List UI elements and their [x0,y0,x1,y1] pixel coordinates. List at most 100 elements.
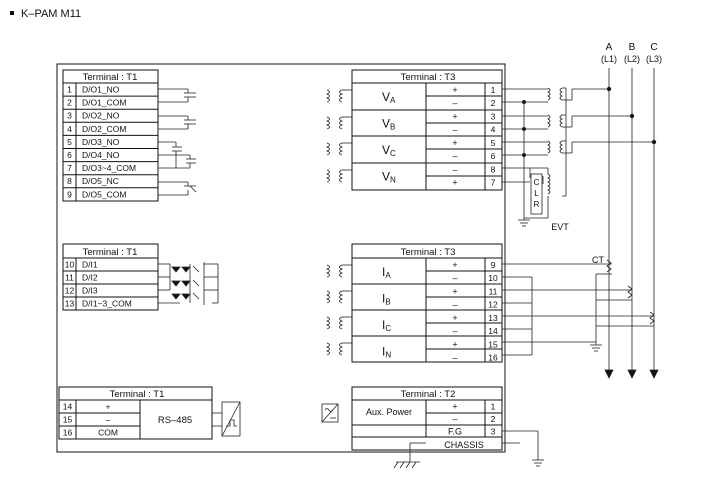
di-terminal-label: D/I3 [82,286,98,296]
voltage-polarity: – [452,151,457,161]
power-terminal-number: 1 [491,402,496,412]
current-polarity: + [452,287,457,297]
voltage-channel-label: VB [382,117,395,132]
clr-letter: R [534,200,540,209]
voltage-polarity: + [452,85,457,95]
current-polarity: + [452,340,457,350]
voltage-block-heading: Terminal : T3 [401,72,456,83]
page-title: K–PAM M11 [21,8,81,20]
do-terminal-label: D/O3~4_COM [82,163,136,173]
do-block-heading: Terminal : T1 [83,72,138,83]
current-terminal-number: 10 [488,273,498,283]
voltage-terminal-number: 4 [491,125,496,135]
do-terminal-label: D/O4_NO [82,150,120,160]
title-bullet [10,11,14,15]
di-terminal-number: 13 [65,299,75,309]
voltage-channel-name: V [382,170,390,184]
do-terminal-label: D/O5_NC [82,176,119,186]
meter-outline [56,63,506,453]
di-terminal-label: D/I2 [82,273,98,283]
di-block-heading: Terminal : T1 [83,247,138,258]
voltage-terminal-number: 5 [491,138,496,148]
current-block-heading: Terminal : T3 [401,247,456,258]
voltage-channel-name: V [382,143,390,157]
power-block-heading: Terminal : T2 [401,389,456,400]
aux-power-icon [321,403,339,423]
do-terminal-number: 3 [67,111,72,121]
voltage-channel-label: VC [382,143,396,158]
power-terminal-number: 2 [491,414,496,424]
rs485-device-label: RS–485 [158,415,192,426]
current-terminal-number: 14 [488,326,498,336]
do-terminal-number: 9 [67,189,72,199]
do-terminal-label: D/O1_NO [82,85,120,95]
phase-line-label: (L3) [646,54,662,64]
do-terminal-number: 2 [67,98,72,108]
voltage-channel-sub: C [390,149,396,158]
phase-letter: A [606,42,613,53]
voltage-polarity: – [452,165,457,175]
di-terminal-number: 10 [65,260,75,270]
current-polarity: + [452,260,457,270]
current-terminal-number: 13 [488,313,498,323]
do-terminal-number: 1 [67,85,72,95]
rs485-terminal-number: 14 [63,402,73,412]
voltage-channel-name: V [382,117,390,131]
do-terminal-label: D/O3_NO [82,137,120,147]
voltage-terminal-number: 7 [491,178,496,188]
current-terminal-number: 11 [489,287,498,297]
voltage-terminal-number: 2 [491,98,496,108]
voltage-channel-sub: B [390,123,395,132]
evt-label: EVT [551,222,569,232]
chassis-label: CHASSIS [444,440,484,450]
current-channel-sub: B [385,298,390,307]
phase-labels: A(L1)B(L2)C(L3) [601,42,662,64]
rs485-terminal-number: 16 [63,428,73,438]
voltage-polarity: + [452,178,457,188]
rs485-terminal-label: – [106,415,111,425]
rs485-terminal-number: 15 [63,415,73,425]
do-terminal-label: D/O5_COM [82,189,126,199]
power-polarity: – [452,414,457,424]
di-terminal-label: D/I1 [82,260,98,270]
di-terminal-number: 11 [65,273,74,283]
rs485-interface-icon [212,401,241,437]
voltage-polarity: – [452,98,457,108]
power-terminal-block: Terminal : T2 Aux. Power CHASSIS +1–2F.G… [351,386,503,451]
phase-letter: C [650,42,657,53]
voltage-polarity: + [452,112,457,122]
do-terminal-label: D/O1_COM [82,98,126,108]
input-coil-symbols [325,89,352,356]
current-polarity: – [452,300,457,310]
rs485-block-heading: Terminal : T1 [110,389,165,400]
current-channel-sub: N [385,351,391,360]
do-relay-contacts [158,88,197,196]
current-terminal-number: 15 [488,340,498,350]
voltage-channel-sub: N [390,176,396,185]
phase-line-label: (L1) [601,54,617,64]
current-polarity: – [452,326,457,336]
voltage-terminal-number: 8 [491,165,496,175]
current-channel-label: IN [382,345,391,360]
aux-power-label: Aux. Power [366,407,412,417]
rs485-terminal-label: COM [98,428,118,438]
voltage-terminal-number: 6 [491,151,496,161]
do-terminal-label: D/O2_NO [82,111,120,121]
current-channel-sub: C [385,324,391,333]
power-polarity: F.G [448,426,462,436]
voltage-channel-label: VA [382,90,396,105]
di-terminal-label: D/I1~3_COM [82,299,132,309]
current-terminal-number: 12 [488,300,498,310]
current-channel-name: I [382,265,385,279]
clr-letter: L [534,189,539,198]
voltage-polarity: – [452,125,457,135]
phase-letter: B [629,42,636,53]
clr-letter: C [534,178,540,187]
do-terminal-number: 5 [67,137,72,147]
current-terminal-block: Terminal : T3 IA+–910IB+–1112IC+–1314IN+… [351,243,503,363]
voltage-channel-name: V [382,90,390,104]
